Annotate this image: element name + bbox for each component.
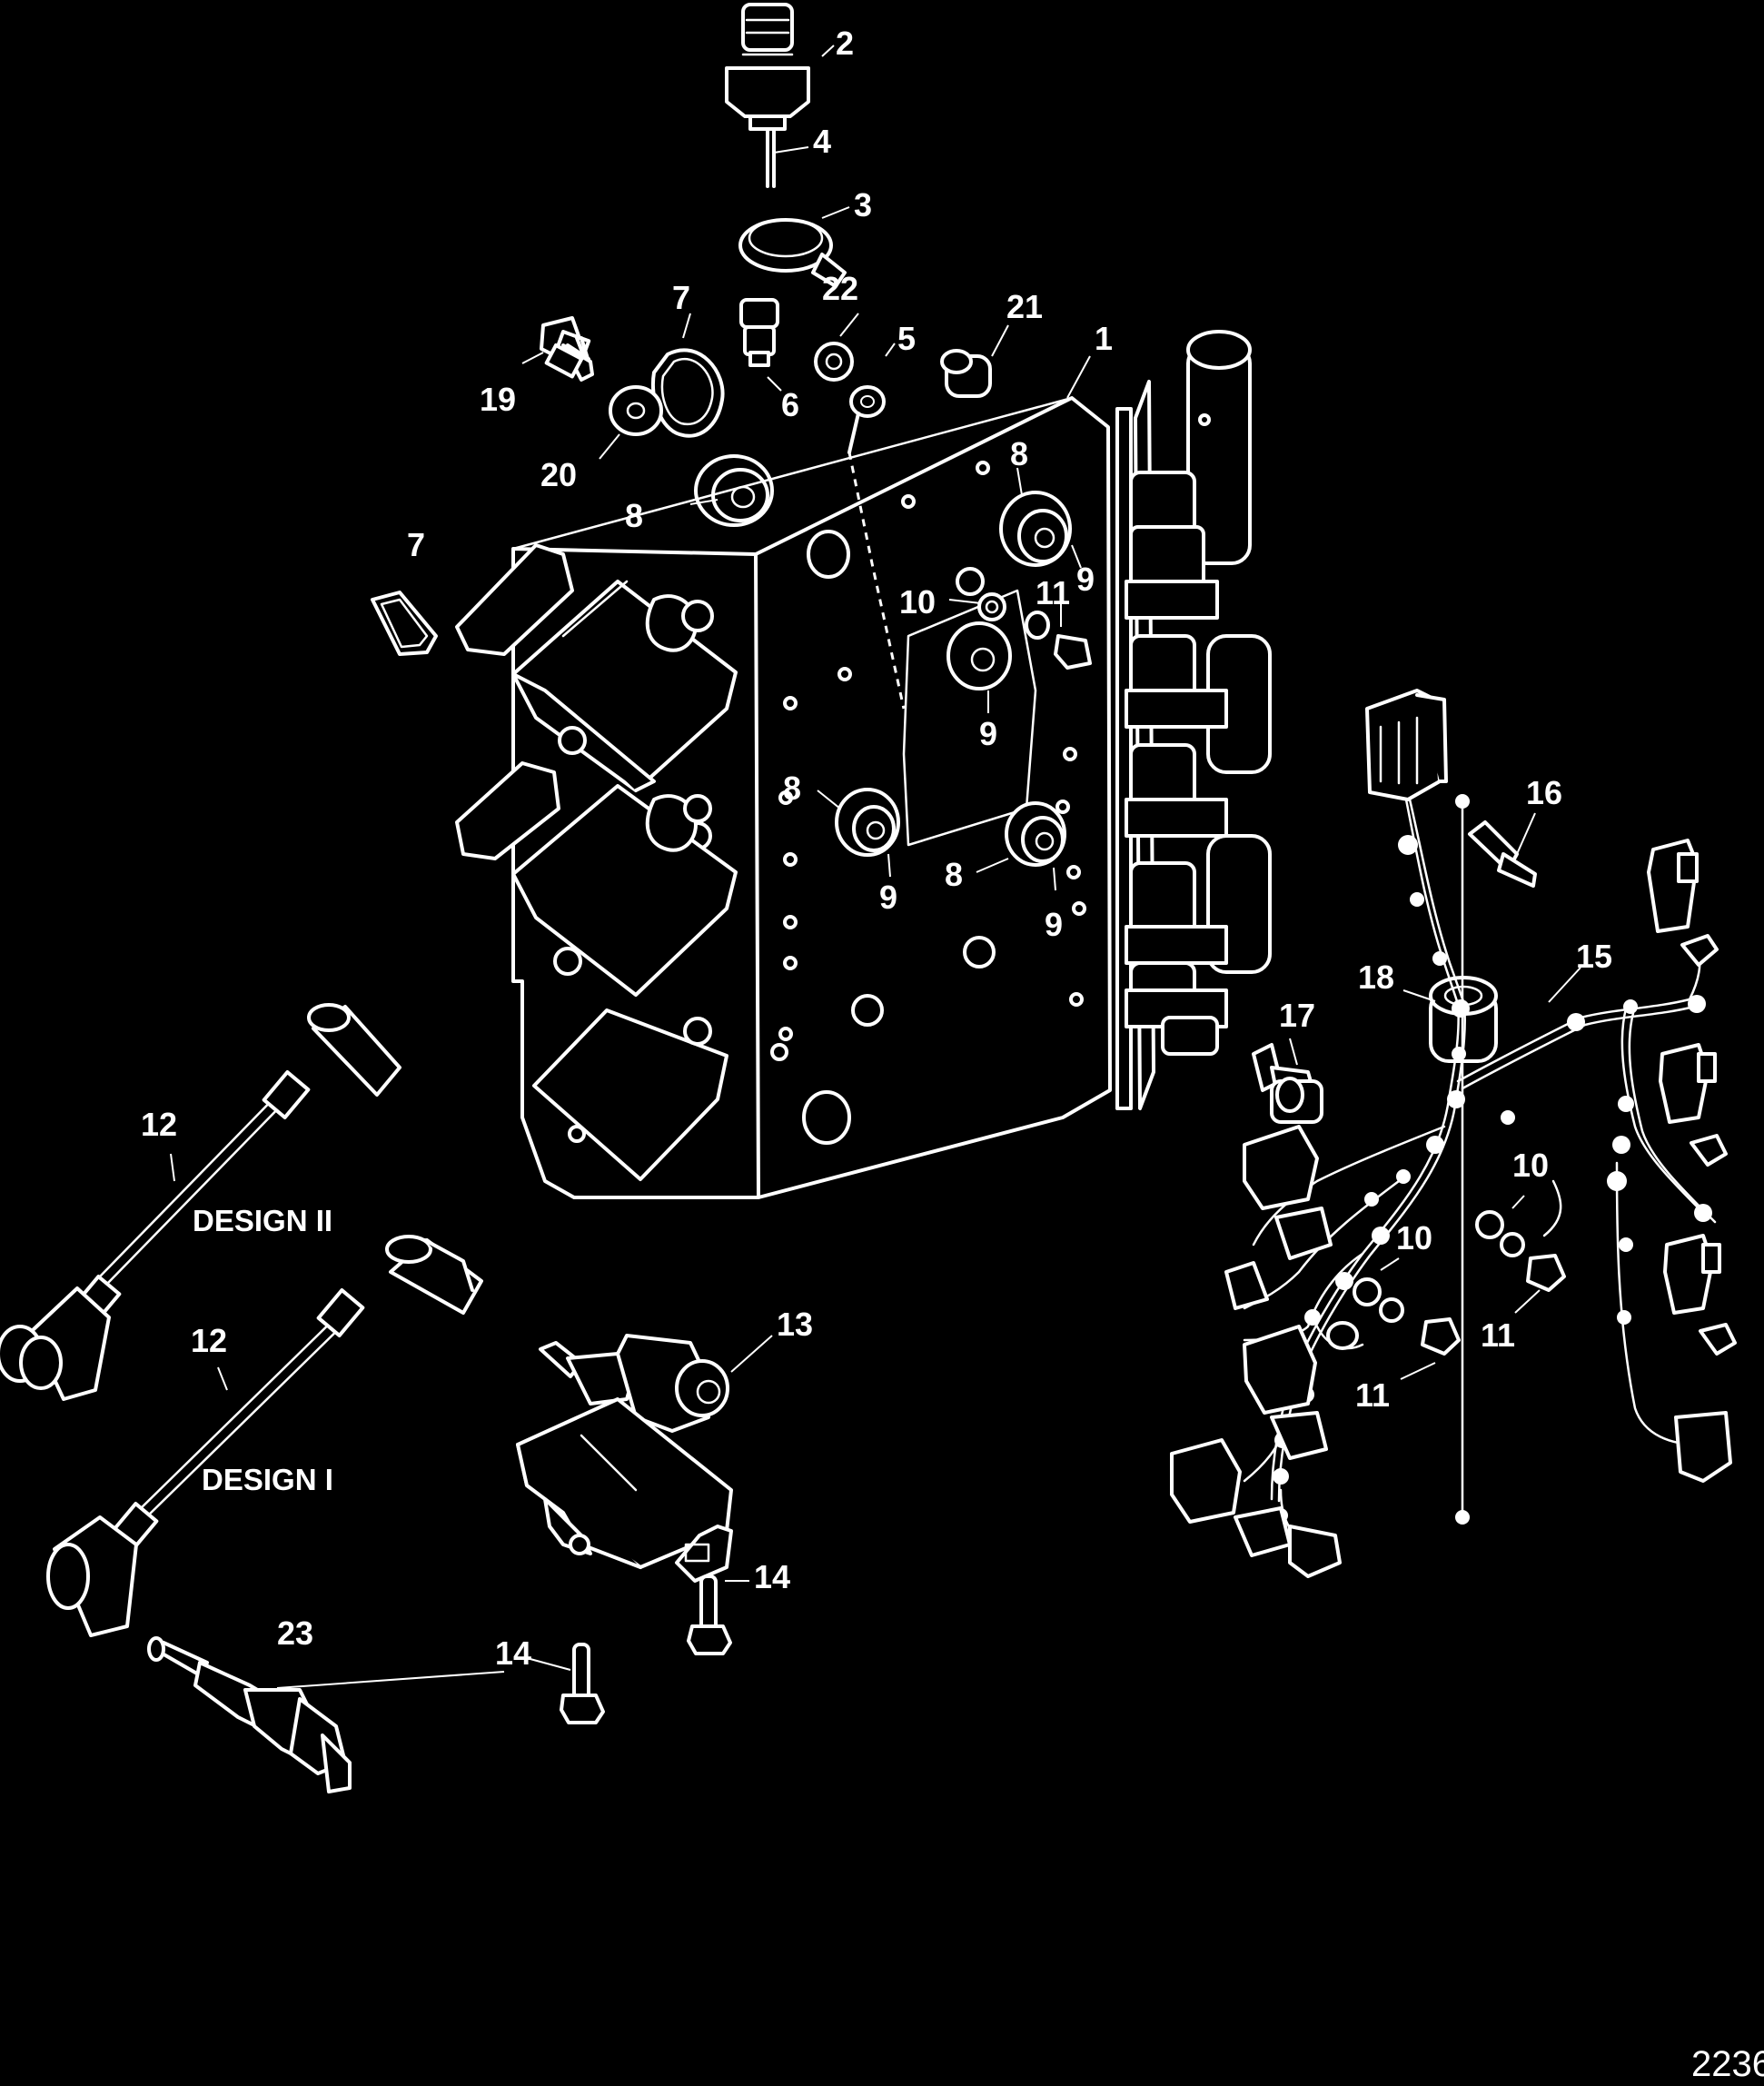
- spark-plug-part-23: [147, 1636, 352, 1793]
- callout-8-right-lower: 8: [945, 856, 963, 893]
- callout-7-top: 7: [672, 279, 690, 316]
- pressure-sensor-part-2: [725, 3, 810, 131]
- bolt-part-16: [1468, 820, 1537, 888]
- ring-terminal-part-5: [847, 385, 886, 454]
- bolt-part-11-center: [1025, 611, 1092, 670]
- callout-17: 17: [1279, 997, 1315, 1034]
- spark-plug-lead-design-ii: [0, 1003, 401, 1401]
- callout-2: 2: [836, 25, 854, 62]
- figure-id: 2236: [1691, 2044, 1764, 2084]
- callout-11-harness-left: 11: [1355, 1376, 1390, 1414]
- callout-8-right-upper: 8: [1010, 435, 1028, 472]
- washer-part-22: [814, 342, 854, 382]
- callout-7-left: 7: [407, 526, 425, 563]
- callout-9-center: 9: [979, 715, 997, 752]
- coil-connector-rail: [1115, 330, 1272, 1110]
- callout-labels: 2 4 3 7 22 6 5 21 1 19 20 8 8 9 7 10 11 …: [141, 25, 1764, 2084]
- callout-20: 20: [540, 456, 577, 493]
- callout-8-top: 8: [625, 497, 643, 534]
- grommet-part-8-top: [694, 454, 774, 527]
- callout-5: 5: [897, 320, 916, 357]
- callout-14-left: 14: [495, 1634, 531, 1672]
- spark-plug-lead-design-i: [46, 1235, 483, 1637]
- callout-10-harness-left: 10: [1396, 1219, 1432, 1257]
- bolt-part-14-right: [687, 1574, 732, 1655]
- callout-9-left-lower: 9: [879, 879, 897, 916]
- callout-9-right-lower: 9: [1045, 906, 1063, 943]
- callout-14-right: 14: [754, 1558, 790, 1595]
- ignition-coil-upper: [455, 543, 738, 976]
- callout-11-center: 11: [1036, 574, 1070, 611]
- design-ii-label: DESIGN II: [193, 1204, 332, 1237]
- grommet-part-8-right-upper: [999, 491, 1072, 567]
- callout-22: 22: [822, 270, 858, 307]
- callout-11-harness-right: 11: [1481, 1316, 1515, 1354]
- callout-3: 3: [854, 186, 872, 224]
- gasket-part-7-top: [651, 348, 725, 438]
- wiring-harness-part-15: [1170, 689, 1737, 1578]
- callout-9-right-upper: 9: [1076, 561, 1095, 598]
- callout-21: 21: [1006, 288, 1043, 325]
- callout-13: 13: [777, 1306, 813, 1343]
- gasket-part-7-left: [371, 591, 438, 656]
- callout-4: 4: [813, 123, 831, 160]
- callout-18: 18: [1358, 959, 1394, 996]
- grommet-part-8-right-lower: [1005, 801, 1066, 867]
- callout-23: 23: [277, 1614, 313, 1652]
- ignition-coil-lower: [455, 761, 738, 1046]
- grommet-part-9-center: [946, 621, 1012, 690]
- washer-part-20: [609, 385, 663, 436]
- design-i-label: DESIGN I: [202, 1463, 333, 1496]
- callout-12-design-i: 12: [191, 1322, 227, 1359]
- callout-12-design-ii: 12: [141, 1106, 177, 1143]
- callout-16: 16: [1526, 774, 1562, 811]
- callout-19: 19: [480, 381, 516, 418]
- fitting-part-6: [739, 298, 779, 367]
- probe-part-4: [766, 127, 776, 188]
- grommet-part-21: [940, 349, 992, 398]
- washer-part-10-center: [977, 592, 1006, 621]
- callout-8-left-lower: 8: [783, 770, 801, 807]
- callout-6: 6: [781, 386, 799, 423]
- grommet-part-8-left-lower: [835, 788, 900, 857]
- bolt-part-19: [540, 316, 594, 382]
- leader-lines: [170, 45, 1581, 1689]
- callout-1: 1: [1095, 320, 1113, 357]
- ignition-coil-part-13: [516, 1334, 733, 1583]
- callout-10-center: 10: [899, 583, 936, 621]
- bolt-part-14-left: [560, 1643, 605, 1724]
- callout-15: 15: [1576, 938, 1612, 975]
- callout-10-harness-right: 10: [1512, 1147, 1549, 1184]
- hose-clamp-part-3: [738, 218, 847, 288]
